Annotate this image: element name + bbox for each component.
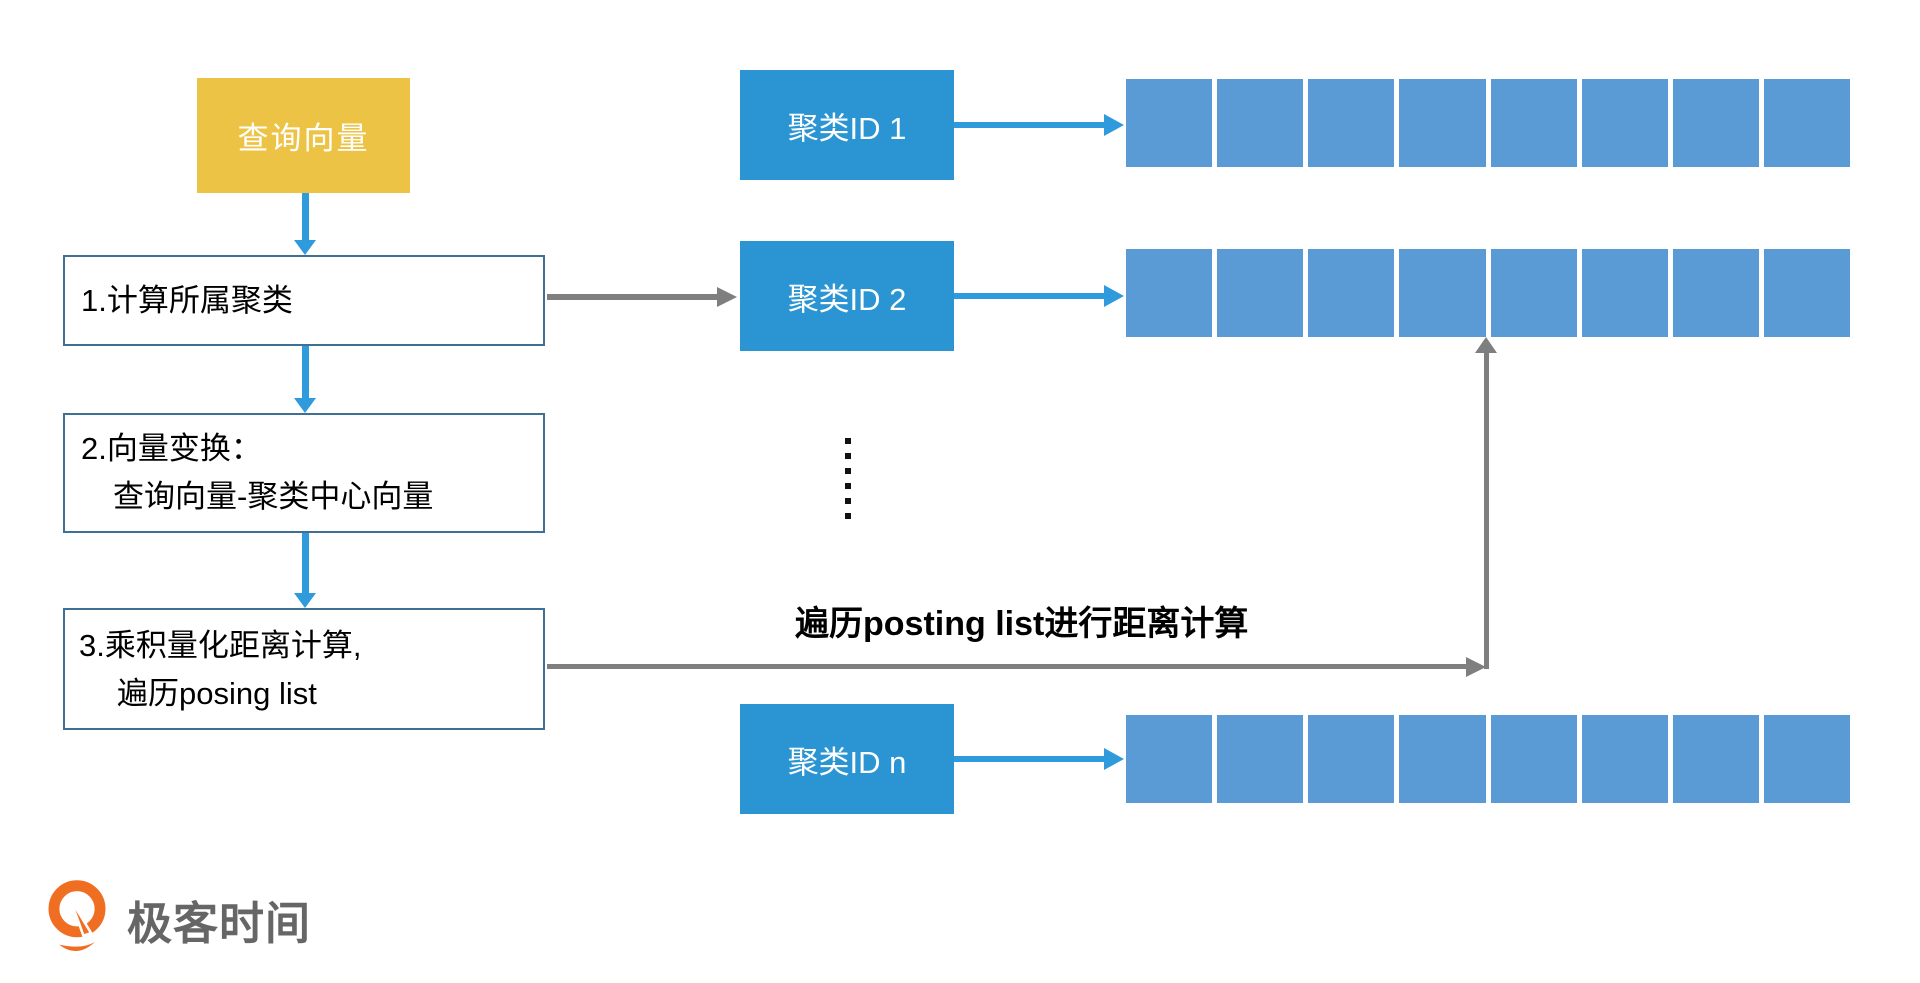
cluster-id-2-label: 聚类ID 2 — [787, 281, 907, 317]
cluster-id-1-box: 聚类ID 1 — [740, 70, 954, 180]
flow-arrow-1-line — [302, 193, 309, 241]
step-1-text: 1.计算所属聚类 — [81, 282, 293, 318]
posting-list-cell — [1763, 249, 1850, 337]
posting-list-cell — [1126, 249, 1213, 337]
step-3-text-line-2: 遍历posing list — [117, 676, 317, 711]
posting-list-cell — [1581, 249, 1668, 337]
posting-list-row-3 — [1126, 715, 1850, 803]
posting-list-cell — [1126, 79, 1213, 167]
posting-list-row-1 — [1126, 79, 1850, 167]
cluster-n-to-row-arrow-head-icon — [1104, 748, 1124, 770]
geektime-logo: 极客时间 — [45, 878, 311, 960]
posting-list-cell — [1581, 79, 1668, 167]
cluster-id-n-box: 聚类ID n — [740, 704, 954, 814]
posting-list-cell — [1672, 715, 1759, 803]
geektime-logo-icon — [48, 880, 106, 952]
posting-list-cell — [1581, 715, 1668, 803]
step3-elbow-up-head-icon — [1475, 337, 1497, 353]
posting-list-cell — [1763, 79, 1850, 167]
step-2-text-line-1: 2.向量变换： — [81, 431, 262, 466]
step-box-3: 3.乘积量化距离计算, 遍历posing list — [63, 608, 545, 730]
step1-to-cluster2-arrow-head-icon — [717, 287, 737, 307]
ellipsis-dot — [845, 513, 851, 519]
step-3-text-line-1: 3.乘积量化距离计算, — [79, 628, 362, 663]
posting-list-cell — [1217, 79, 1304, 167]
posting-list-cell — [1490, 79, 1577, 167]
ellipsis-dot — [845, 438, 851, 444]
query-vector-label: 查询向量 — [237, 121, 370, 156]
posting-list-cell — [1490, 715, 1577, 803]
cluster-id-1-label: 聚类ID 1 — [787, 110, 907, 146]
ellipsis-dot — [845, 483, 851, 489]
cluster-id-2-box: 聚类ID 2 — [740, 241, 954, 351]
geektime-logo-text: 极客时间 — [127, 897, 312, 949]
query-vector-box: 查询向量 — [197, 78, 410, 193]
step-box-2: 2.向量变换： 查询向量-聚类中心向量 — [63, 413, 545, 533]
flow-arrow-1-head-icon — [294, 240, 316, 255]
cluster-n-to-row-arrow-line — [954, 756, 1106, 762]
posting-list-cell — [1672, 79, 1759, 167]
posting-list-cell — [1672, 249, 1759, 337]
posting-list-row-2 — [1126, 249, 1850, 337]
step-box-1: 1.计算所属聚类 — [63, 255, 545, 346]
vertical-ellipsis-icon — [845, 438, 851, 519]
ellipsis-dot — [845, 498, 851, 504]
posting-list-cell — [1399, 249, 1486, 337]
posting-list-cell — [1217, 249, 1304, 337]
traverse-posting-list-annotation: 遍历posting list进行距离计算 — [795, 605, 1249, 643]
posting-list-cell — [1308, 79, 1395, 167]
posting-list-cell — [1126, 715, 1213, 803]
posting-list-cell — [1399, 715, 1486, 803]
step1-to-cluster2-arrow-line — [547, 294, 718, 300]
step3-elbow-vertical-line — [1484, 351, 1489, 669]
posting-list-cell — [1308, 715, 1395, 803]
ellipsis-dot — [845, 453, 851, 459]
step-2-text-line-2: 查询向量-聚类中心向量 — [113, 479, 434, 514]
flow-arrow-3-line — [302, 533, 309, 594]
posting-list-cell — [1490, 249, 1577, 337]
flow-arrow-2-line — [302, 346, 309, 399]
flow-arrow-2-head-icon — [294, 398, 316, 413]
posting-list-cell — [1217, 715, 1304, 803]
cluster1-to-row-arrow-head-icon — [1104, 114, 1124, 136]
posting-list-cell — [1308, 249, 1395, 337]
step3-elbow-horizontal-line — [547, 664, 1468, 669]
cluster-id-n-label: 聚类ID n — [787, 744, 907, 780]
cluster2-to-row-arrow-line — [954, 293, 1106, 299]
cluster1-to-row-arrow-line — [954, 122, 1106, 128]
flow-arrow-3-head-icon — [294, 593, 316, 608]
step3-elbow-right-head-icon — [1466, 657, 1486, 677]
cluster2-to-row-arrow-head-icon — [1104, 285, 1124, 307]
posting-list-cell — [1399, 79, 1486, 167]
posting-list-cell — [1763, 715, 1850, 803]
ellipsis-dot — [845, 468, 851, 474]
